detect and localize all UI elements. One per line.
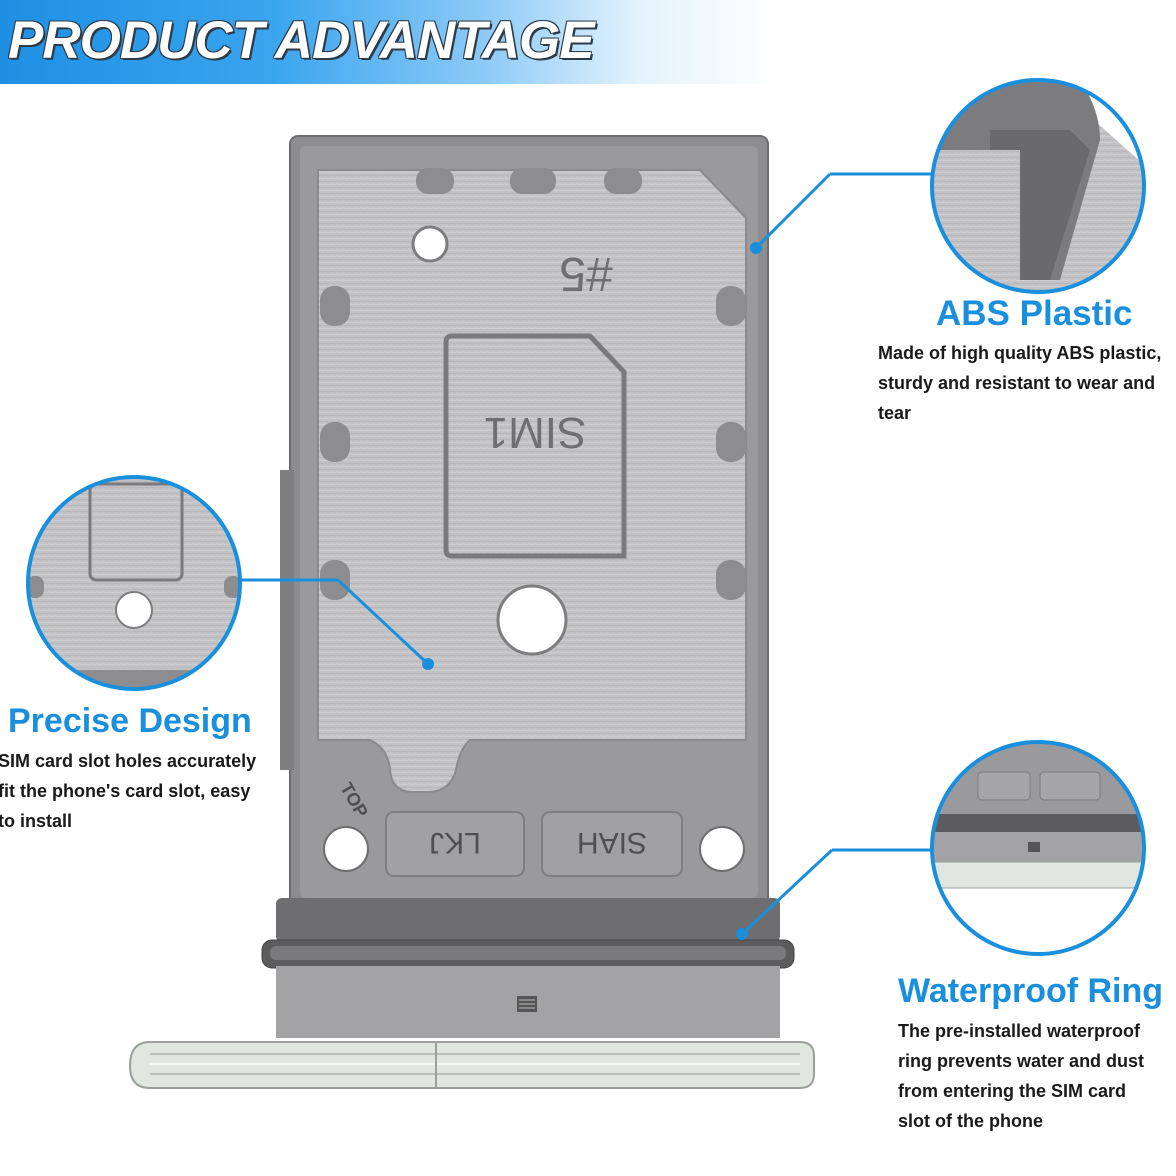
precise-callout: [26, 475, 434, 691]
abs-callout: [750, 78, 1146, 294]
metal-plate: #5 SIM1: [317, 168, 747, 793]
button-left-label: LKJ: [429, 826, 481, 859]
title-banner: PRODUCT ADVANTAGE: [0, 0, 780, 84]
waterproof-ring: [261, 898, 795, 1038]
waterproof-desc-line: ring prevents water and dust: [898, 1051, 1145, 1071]
abs-description: Made of high quality ABS plastic, sturdy…: [878, 338, 1161, 428]
sim-label: SIM1: [484, 408, 587, 457]
abs-title: ABS Plastic: [936, 294, 1133, 333]
waterproof-desc-line: The pre-installed waterproof: [898, 1021, 1141, 1041]
waterproof-description: The pre-installed waterproof ring preven…: [898, 1016, 1144, 1136]
waterproof-title: Waterproof Ring: [898, 972, 1164, 1010]
banner-title: PRODUCT ADVANTAGE: [8, 11, 595, 70]
waterproof-desc-line: from entering the SIM card: [898, 1081, 1127, 1101]
abs-desc-line: sturdy and resistant to wear and: [878, 373, 1156, 393]
precise-desc-line: SIM card slot holes accurately: [0, 751, 257, 771]
precise-desc-line: fit the phone's card slot, easy: [0, 781, 251, 801]
tray-handle: [128, 1041, 815, 1089]
precise-desc-line: to install: [0, 811, 73, 831]
abs-desc-line: tear: [878, 403, 912, 423]
tray-engraving: #5: [559, 247, 612, 300]
button-right-label: SIAH: [577, 826, 647, 859]
tray-bottom: LKJ SIAH TOP: [323, 779, 745, 877]
precise-description: SIM card slot holes accurately fit the p…: [0, 746, 256, 836]
waterproof-callout: [736, 740, 1146, 956]
abs-desc-line: Made of high quality ABS plastic,: [878, 343, 1162, 363]
precise-title: Precise Design: [8, 702, 252, 740]
waterproof-desc-line: slot of the phone: [898, 1111, 1043, 1131]
